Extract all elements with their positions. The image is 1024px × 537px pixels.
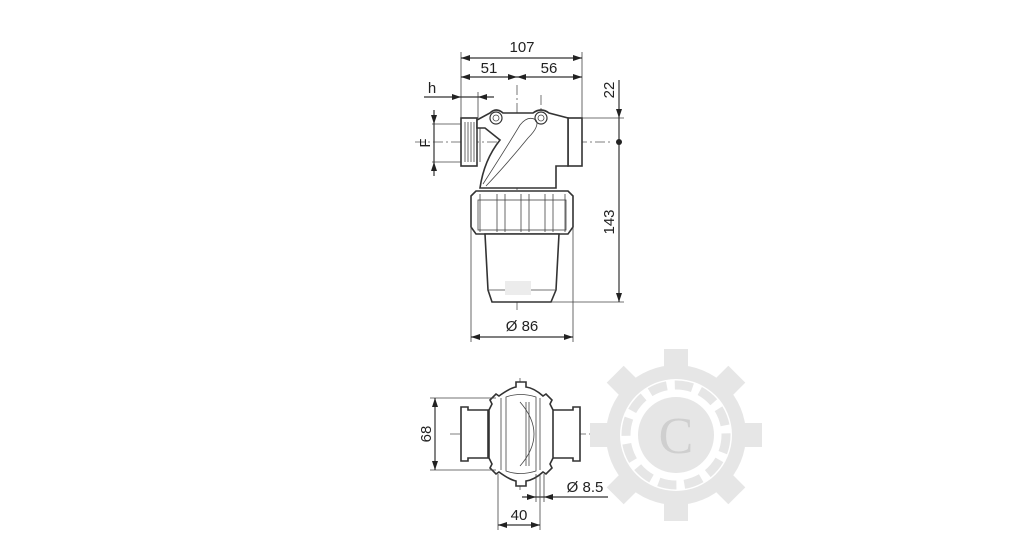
dim-mount-hole-spacing: 40 <box>511 507 528 524</box>
dim-thread-depth: h <box>428 80 436 97</box>
watermark-gear-icon: C <box>590 349 762 521</box>
dim-outlet-offset: 56 <box>541 60 558 77</box>
dim-axis-to-bottom: 143 <box>601 209 618 234</box>
dim-thread-size: F <box>417 138 434 147</box>
dim-mount-hole-diameter: Ø 8.5 <box>567 479 604 496</box>
dim-top-to-axis: 22 <box>601 82 618 99</box>
top-view: 68 Ø 8.5 40 <box>418 378 608 530</box>
side-view: 107 51 56 h F 22 143 Ø 86 <box>415 39 624 342</box>
dim-bowl-diameter: Ø 86 <box>506 318 539 335</box>
watermark-letter: C <box>659 408 694 465</box>
dim-overall-width: 107 <box>509 39 534 56</box>
dim-body-depth: 68 <box>418 426 435 443</box>
dim-inlet-offset: 51 <box>481 60 498 77</box>
